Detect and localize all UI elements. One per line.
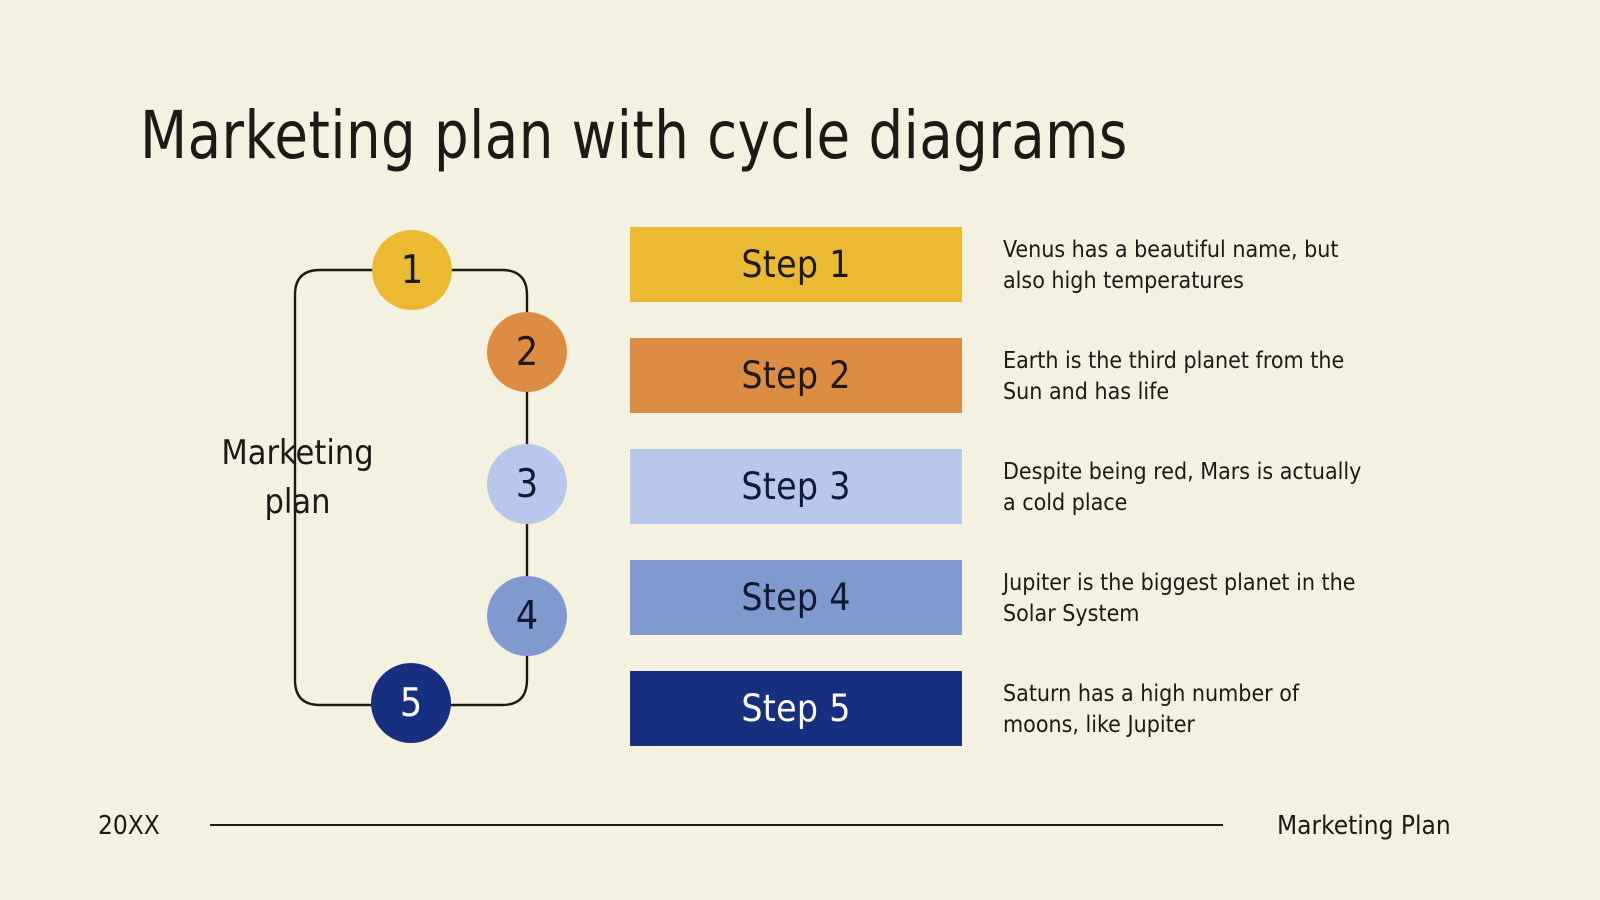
step-row: Step 2 Earth is the third planet from th… [630, 338, 1430, 413]
cycle-center-label-line1: Marketing [221, 433, 374, 473]
cycle-node-2-number: 2 [515, 329, 539, 375]
cycle-node-5-number: 5 [399, 680, 423, 726]
step-row: Step 4 Jupiter is the biggest planet in … [630, 560, 1430, 635]
step-row: Step 5 Saturn has a high number of moons… [630, 671, 1430, 746]
step-description-1: Venus has a beautiful name, but also hig… [1003, 237, 1339, 295]
step-bar-4[interactable]: Step 4 [630, 560, 962, 635]
step-bar-2[interactable]: Step 2 [630, 338, 962, 413]
cycle-node-1[interactable]: 1 [372, 230, 452, 310]
step-bar-1[interactable]: Step 1 [630, 227, 962, 302]
step-description-5: Saturn has a high number of moons, like … [1003, 681, 1300, 739]
footer-year: 20XX [98, 811, 160, 841]
step-bar-5-label: Step 5 [741, 687, 851, 730]
cycle-node-5[interactable]: 5 [371, 663, 451, 743]
step-bar-3[interactable]: Step 3 [630, 449, 962, 524]
cycle-node-3-number: 3 [515, 461, 539, 507]
step-bar-3-label: Step 3 [741, 465, 851, 508]
footer-divider [210, 824, 1223, 826]
step-row: Step 3 Despite being red, Mars is actual… [630, 449, 1430, 524]
cycle-node-4-number: 4 [515, 593, 539, 639]
cycle-diagram: Marketing plan 1 2 3 4 5 [190, 215, 610, 760]
step-bar-5[interactable]: Step 5 [630, 671, 962, 746]
page-title: Marketing plan with cycle diagrams [140, 97, 1128, 174]
cycle-node-4[interactable]: 4 [487, 576, 567, 656]
step-description-3: Despite being red, Mars is actually a co… [1003, 459, 1362, 517]
cycle-center-label: Marketing plan [190, 429, 405, 528]
steps-list: Step 1 Venus has a beautiful name, but a… [630, 227, 1430, 746]
footer-deck-name: Marketing Plan [1277, 811, 1451, 841]
step-bar-4-label: Step 4 [741, 576, 851, 619]
step-row: Step 1 Venus has a beautiful name, but a… [630, 227, 1430, 302]
cycle-center-label-line2: plan [264, 482, 331, 523]
step-description-4: Jupiter is the biggest planet in the Sol… [1003, 570, 1356, 628]
cycle-node-2[interactable]: 2 [487, 312, 567, 392]
cycle-node-3[interactable]: 3 [487, 444, 567, 524]
step-bar-2-label: Step 2 [741, 354, 851, 397]
cycle-node-1-number: 1 [400, 247, 424, 293]
step-description-2: Earth is the third planet from the Sun a… [1003, 348, 1345, 406]
footer: 20XX Marketing Plan [0, 806, 1600, 846]
step-bar-1-label: Step 1 [741, 243, 851, 286]
